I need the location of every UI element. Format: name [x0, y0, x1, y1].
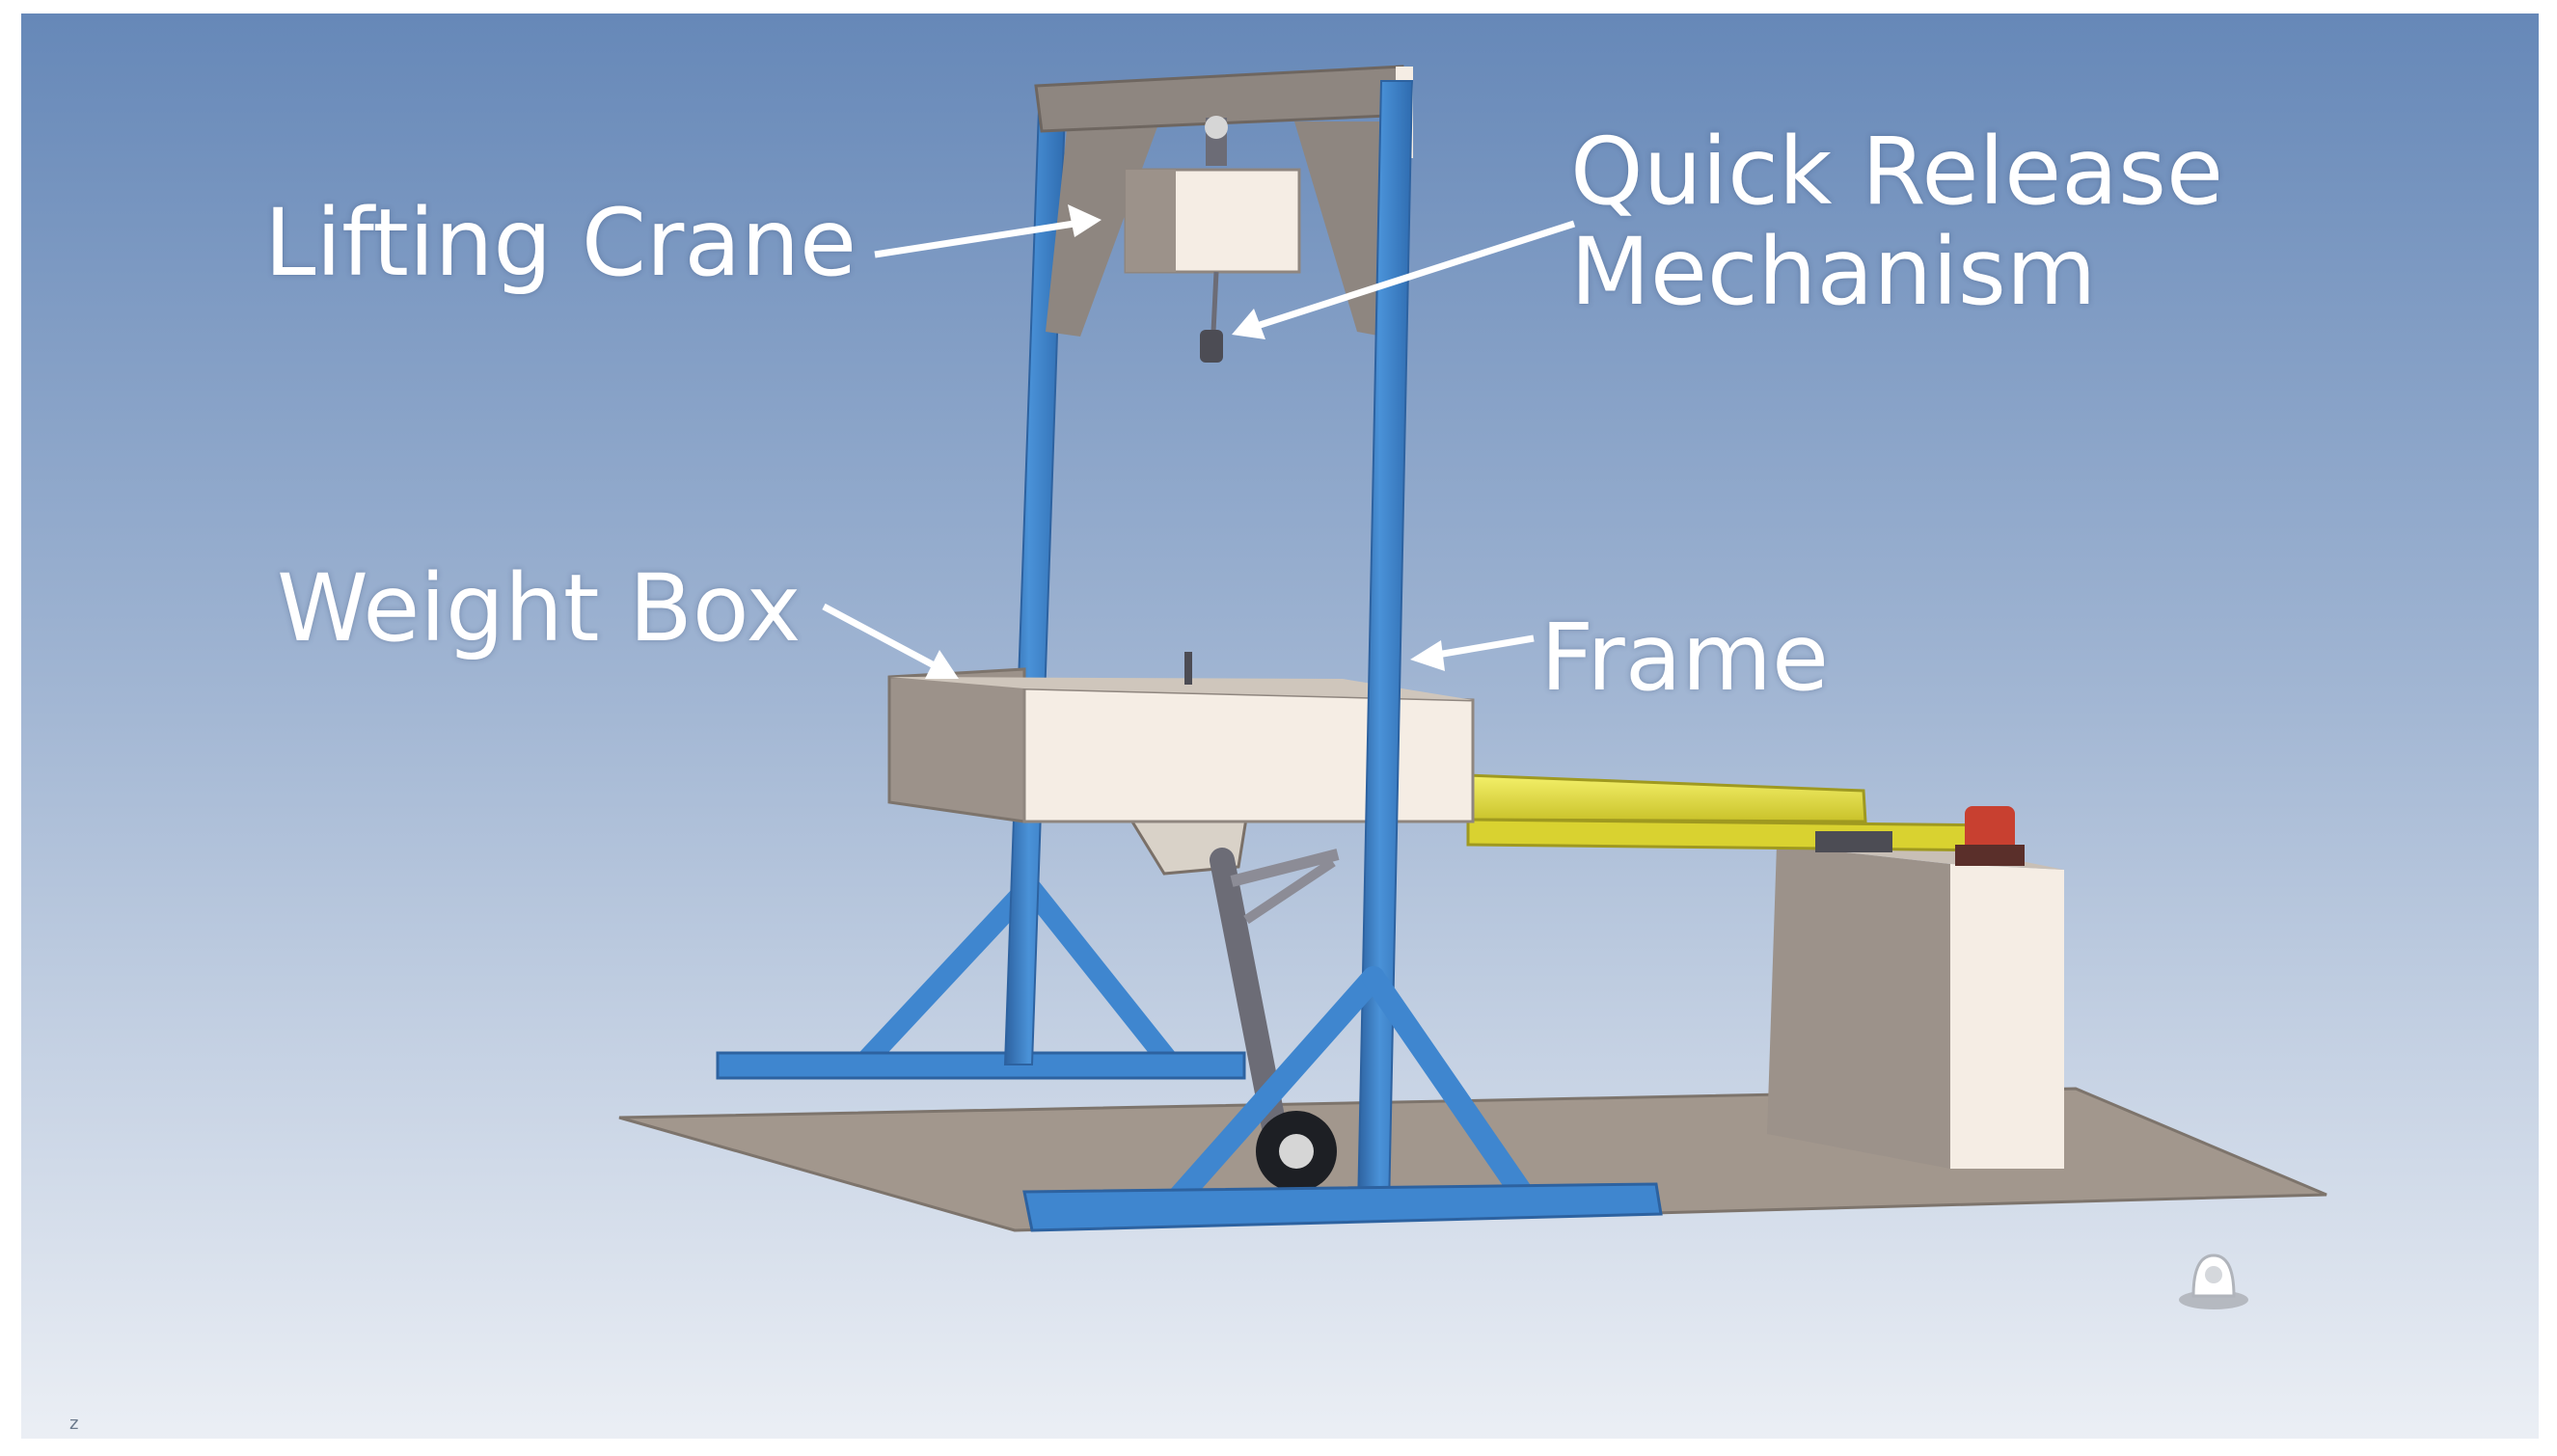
- impact-block: [1767, 835, 2064, 1169]
- frame-right-tower: [1022, 80, 1663, 1232]
- label-arrows: [822, 204, 1576, 679]
- label-quick-release-mechanism: Quick Release Mechanism: [1570, 121, 2223, 322]
- quick-release-mechanism: [1200, 330, 1223, 363]
- pivot-joint: [1965, 806, 2015, 856]
- cad-viewport[interactable]: Lifting Crane Quick Release Mechanism We…: [21, 13, 2539, 1439]
- axis-corner-mark: z: [69, 1414, 79, 1434]
- view-cube-icon[interactable]: [2179, 1254, 2248, 1309]
- label-lifting-crane: Lifting Crane: [264, 189, 857, 297]
- frame-left-tower: [716, 109, 1246, 1080]
- label-weight-box: Weight Box: [277, 554, 802, 662]
- label-quick-release-line-1: Quick Release: [1570, 118, 2224, 226]
- swing-arm: [1466, 773, 2025, 866]
- arrow-lifting-crane: [874, 219, 1081, 258]
- label-frame: Frame: [1540, 604, 1830, 712]
- arrow-weight-box: [822, 603, 939, 671]
- weight-box: [887, 652, 1475, 823]
- label-quick-release-line-2: Mechanism: [1570, 218, 2097, 326]
- arrow-frame: [1430, 634, 1535, 660]
- lifting-crane: [1124, 116, 1301, 333]
- test-rig-illustration: [21, 13, 2539, 1439]
- arrow-quick-release: [1252, 220, 1576, 331]
